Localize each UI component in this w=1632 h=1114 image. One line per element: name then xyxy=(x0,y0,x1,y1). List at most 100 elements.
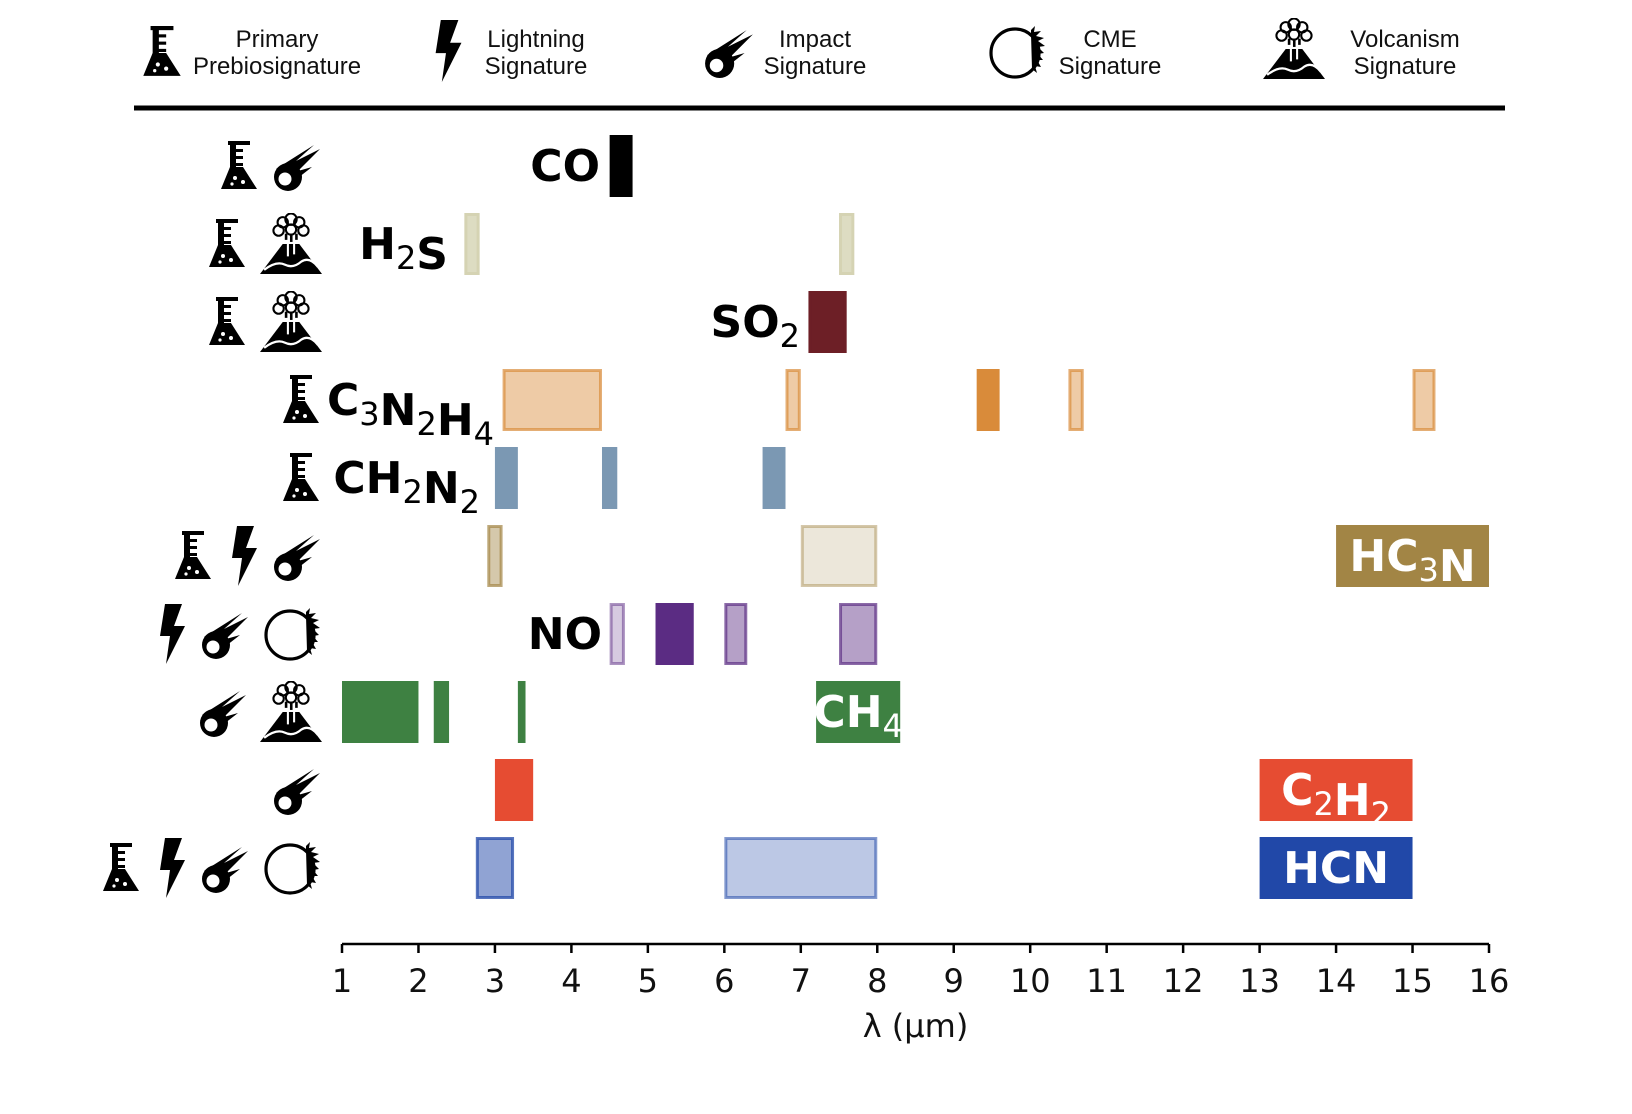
range-bar xyxy=(1259,759,1413,821)
row-so2: SO2 xyxy=(209,291,847,355)
legend: PrimaryPrebiosignatureLightningSignature… xyxy=(143,18,1460,82)
range-bar xyxy=(609,603,625,665)
x-tick-label: 5 xyxy=(638,962,658,1000)
molecule-label: SO2 xyxy=(711,297,800,355)
molecule-label: CH2N2 xyxy=(333,453,480,521)
row-icons xyxy=(175,526,320,586)
x-tick-label: 7 xyxy=(791,962,811,1000)
comet-icon xyxy=(705,30,753,78)
row-icons xyxy=(200,681,322,743)
row-icons xyxy=(160,604,322,664)
row-icons xyxy=(209,213,322,275)
x-tick-label: 16 xyxy=(1469,962,1510,1000)
range-bar xyxy=(494,759,534,821)
row-c3n2h4: C3N2H4 xyxy=(283,369,1436,453)
x-tick-label: 1 xyxy=(332,962,352,1000)
range-bar xyxy=(342,681,419,743)
x-axis-label: λ (μm) xyxy=(863,1007,969,1045)
range-bar xyxy=(785,369,801,431)
lightning-icon xyxy=(160,838,185,898)
range-bar xyxy=(976,369,1000,431)
legend-label: Primary xyxy=(236,26,319,53)
molecule-label: H2S xyxy=(359,219,448,280)
molecule-label: HCN xyxy=(1283,843,1389,894)
row-icons xyxy=(274,769,320,815)
range-bar xyxy=(724,603,748,665)
x-tick-label: 4 xyxy=(561,962,581,1000)
legend-label: Prebiosignature xyxy=(193,53,361,80)
x-tick-label: 14 xyxy=(1316,962,1357,1000)
legend-label: Lightning xyxy=(487,26,584,53)
x-tick-label: 11 xyxy=(1086,962,1127,1000)
flask-icon xyxy=(283,375,319,423)
volcano-icon xyxy=(260,291,322,353)
legend-label: Signature xyxy=(1059,53,1162,80)
row-icons xyxy=(221,141,320,191)
row-hc3n: HC3N xyxy=(175,525,1489,592)
x-tick-label: 13 xyxy=(1239,962,1280,1000)
x-tick-label: 9 xyxy=(944,962,964,1000)
cme-sun-icon xyxy=(264,606,322,661)
flask-icon xyxy=(143,26,181,76)
range-bar xyxy=(487,525,503,587)
range-bar xyxy=(655,603,694,665)
legend-label: Impact xyxy=(779,26,851,53)
x-tick-label: 15 xyxy=(1392,962,1433,1000)
row-h2s: H2S xyxy=(209,213,855,280)
molecule-label: C3N2H4 xyxy=(327,375,494,453)
flask-icon xyxy=(209,219,245,267)
row-co: CO xyxy=(221,135,633,197)
range-bar xyxy=(839,603,878,665)
x-tick-label: 2 xyxy=(408,962,428,1000)
molecule-label: HC3N xyxy=(1349,531,1475,592)
comet-icon xyxy=(274,145,320,191)
range-bar xyxy=(839,213,855,275)
row-icons xyxy=(209,291,322,353)
volcano-icon xyxy=(1263,18,1325,80)
flask-icon xyxy=(103,843,139,891)
flask-icon xyxy=(221,141,257,189)
molecule-label: CH4 xyxy=(813,687,902,745)
range-bar xyxy=(816,681,901,743)
range-bar xyxy=(1259,837,1413,899)
row-icons xyxy=(283,375,319,423)
comet-icon xyxy=(200,691,246,737)
flask-icon xyxy=(209,297,245,345)
molecule-label: C2H2 xyxy=(1281,765,1391,833)
x-tick-label: 6 xyxy=(714,962,734,1000)
flask-icon xyxy=(175,531,211,579)
range-bar xyxy=(808,291,847,353)
range-bar xyxy=(475,837,515,899)
lightning-icon xyxy=(160,604,185,664)
range-bar xyxy=(502,369,602,431)
legend-label: Signature xyxy=(485,53,588,80)
range-bar xyxy=(800,525,878,587)
range-bar xyxy=(762,447,786,509)
molecule-label: CO xyxy=(530,141,600,192)
comet-icon xyxy=(202,613,248,659)
row-hcn: HCN xyxy=(103,837,1413,899)
comet-icon xyxy=(274,535,320,581)
flask-icon xyxy=(283,453,319,501)
molecule-label: NO xyxy=(528,609,602,660)
range-bar xyxy=(724,837,878,899)
row-icons xyxy=(103,838,322,898)
lightning-icon xyxy=(232,526,257,586)
row-no: NO xyxy=(160,603,878,665)
cme-sun-icon xyxy=(989,24,1047,79)
cme-sun-icon xyxy=(264,840,322,895)
range-bar xyxy=(601,447,618,509)
legend-label: CME xyxy=(1083,26,1136,53)
range-bar xyxy=(1068,369,1084,431)
range-bar xyxy=(609,135,633,197)
x-tick-label: 3 xyxy=(485,962,505,1000)
comet-icon xyxy=(202,847,248,893)
legend-label: Volcanism xyxy=(1350,26,1459,53)
